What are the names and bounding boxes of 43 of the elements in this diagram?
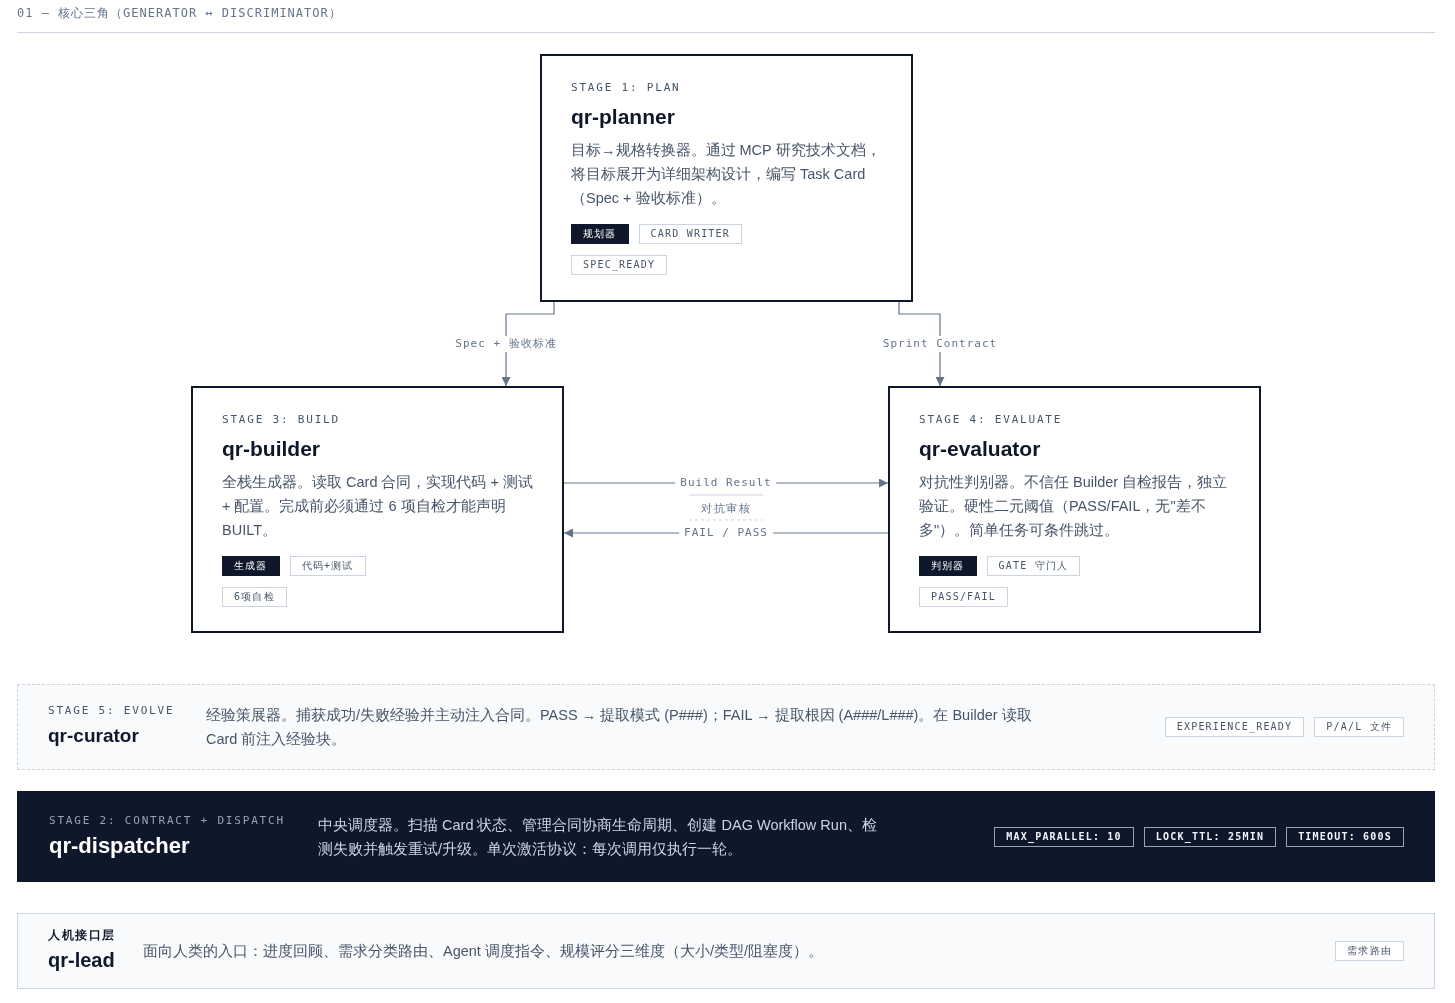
tag: 规划器	[571, 224, 629, 244]
agent-name: qr-builder	[222, 436, 320, 462]
arrow	[898, 301, 945, 387]
layer-label: 人机接口层	[48, 928, 116, 942]
stage-band	[17, 684, 1435, 770]
description-text: 全栈生成器。读取 Card 合同，实现代码 + 测试 + 配置。完成前必须通过 6 项自检才能声明 BUILT。	[222, 473, 533, 540]
stage-card	[191, 386, 564, 633]
tag: PASS/FAIL	[919, 587, 1008, 607]
tag: 生成器	[222, 556, 280, 576]
description-text: 中央调度器。扫描 Card 状态、管理合同协商生命周期、创建 DAG Workflow Run、检测失败并触发重试/升级。单次激活协议：每次调用仅执行一轮。	[318, 815, 878, 859]
stage-card	[540, 54, 913, 302]
agent-name: qr-curator	[48, 724, 139, 748]
tag: TIMEOUT: 600S	[1286, 826, 1404, 847]
tag: MAX_PARALLEL: 10	[994, 826, 1134, 847]
tag: GATE 守门人	[986, 556, 1081, 576]
tag: CARD WRITER	[638, 224, 743, 244]
agent-name: qr-dispatcher	[49, 831, 190, 860]
stage-label: STAGE 5: EVOLVE	[48, 704, 175, 718]
description-text: 面向人类的入口：进度回顾、需求分类路由、Agent 调度指令、规模评分三维度（大小/类型/阻塞度）。	[143, 942, 824, 961]
stage-label: STAGE 3: BUILD	[222, 413, 340, 427]
tag: P/A/L 文件	[1314, 717, 1404, 737]
agent-name: qr-planner	[571, 104, 675, 130]
tag: 代码+测试	[289, 556, 366, 576]
tag: 需求路由	[1335, 941, 1404, 961]
stage-label: STAGE 2: CONTRACT + DISPATCH	[49, 813, 285, 828]
tag: EXPERIENCE_READY	[1164, 717, 1305, 737]
tag: 判别器	[919, 556, 977, 576]
description-text: 对抗性判别器。不信任 Builder 自检报告，独立验证。硬性二元阈值（PASS/FAIL，无"差不多"）。简单任务可条件跳过。	[919, 473, 1229, 540]
stage-band	[17, 913, 1435, 989]
stage-card	[888, 386, 1261, 633]
section-title: 01 — 核心三角（GENERATOR ↔ DISCRIMINATOR）	[17, 5, 342, 21]
stage-label: STAGE 4: EVALUATE	[919, 413, 1063, 427]
tag: 6项自检	[222, 587, 287, 607]
agent-name: qr-lead	[48, 948, 115, 973]
tag: SPEC_READY	[571, 255, 668, 275]
stage-label: STAGE 1: PLAN	[571, 81, 681, 95]
description-text: 目标→规格转换器。通过 MCP 研究技术文档，将目标展开为详细架构设计，编写 Task Card（Spec + 验收标准）。	[571, 141, 882, 208]
description-text: 经验策展器。捕获成功/失败经验并主动注入合同。PASS → 提取模式 (P###)；FAIL → 提取根因 (A###/L###)。在 Builder 读取 Card 前注入经验块。	[206, 706, 1033, 749]
tag: LOCK_TTL: 25MIN	[1143, 826, 1277, 847]
stage-band	[17, 791, 1435, 882]
arrow	[501, 301, 555, 387]
loop-label: 对抗审核	[701, 501, 751, 515]
agent-name: qr-evaluator	[919, 436, 1041, 462]
